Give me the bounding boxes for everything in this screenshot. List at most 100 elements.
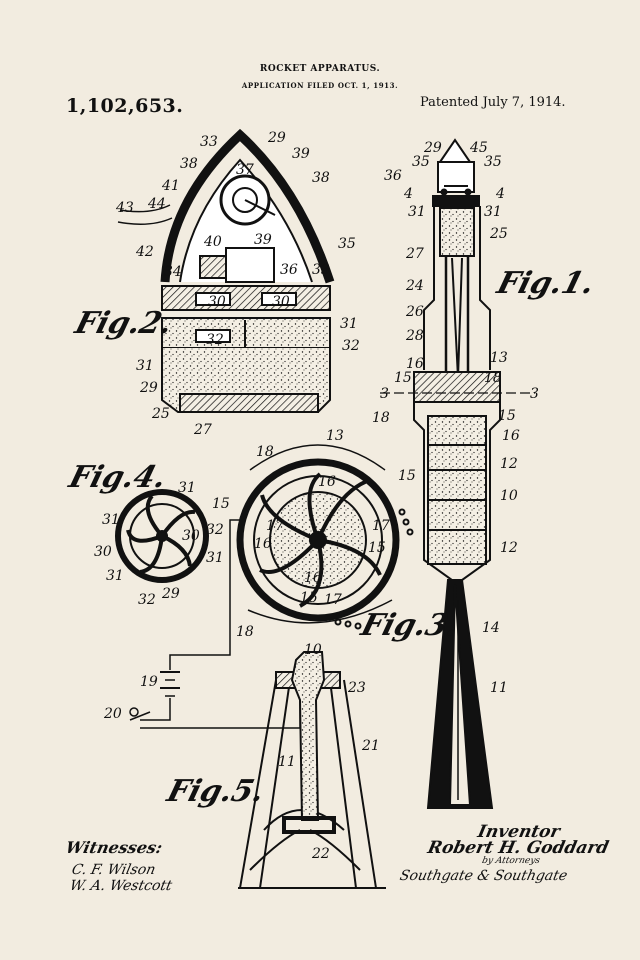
fig3-callouts: 18 13 15 16 15 17 17 16 15 16 15 17 bbox=[212, 428, 416, 608]
callout-fig1: 35 bbox=[412, 154, 430, 170]
fig1-rocket-drawing bbox=[380, 138, 535, 809]
callout-fig2: 33 bbox=[312, 262, 330, 278]
callout-fig1: 4 bbox=[403, 186, 413, 202]
callout-fig1: 18 bbox=[372, 410, 390, 426]
callout-fig4: 31 bbox=[106, 568, 124, 584]
callout-fig2: 38 bbox=[312, 170, 330, 186]
callout-fig1: 35 bbox=[484, 154, 502, 170]
fig4-label: Fig.4. bbox=[65, 460, 171, 495]
callout-fig2: 29 bbox=[267, 130, 286, 146]
fig2-cap-section-drawing bbox=[117, 128, 335, 413]
callout-circuit: 18 bbox=[236, 624, 254, 640]
callout-fig1: 31 bbox=[484, 204, 502, 220]
witness-signature-1: C. F. Wilson bbox=[70, 862, 157, 878]
callout-fig4: 32 bbox=[138, 592, 156, 608]
callout-fig1: 4 bbox=[495, 186, 505, 202]
callout-fig2: 33 bbox=[200, 134, 218, 150]
fig5-stand-drawing bbox=[238, 651, 386, 889]
callout-fig4: 30 bbox=[94, 544, 112, 560]
callout-fig4: 31 bbox=[206, 550, 224, 566]
callout-fig1: 45 bbox=[469, 140, 488, 156]
callout-fig3: 16 bbox=[304, 570, 322, 586]
callout-fig1: 16 bbox=[502, 428, 520, 444]
callout-fig1: 15 bbox=[498, 408, 516, 424]
fig3-disc-drawing bbox=[236, 444, 414, 630]
callout-fig3: 15 bbox=[212, 496, 230, 512]
callout-fig2: 36 bbox=[280, 262, 298, 278]
callout-fig2: 37 bbox=[236, 162, 254, 178]
callout-fig2: 31 bbox=[136, 358, 154, 374]
callout-fig1: 18 bbox=[484, 370, 502, 386]
callout-fig3: 16 bbox=[318, 474, 336, 490]
callout-fig1: 26 bbox=[405, 304, 424, 320]
callout-fig5: 10 bbox=[304, 642, 322, 658]
circuit-callouts: 18 19 20 bbox=[103, 624, 254, 722]
patent-title: ROCKET APPARATUS. bbox=[259, 64, 381, 74]
callout-fig2: 41 bbox=[161, 178, 180, 194]
callout-fig2: 43 bbox=[115, 200, 134, 216]
callout-fig2: 31 bbox=[340, 316, 358, 332]
callout-fig2: 27 bbox=[193, 422, 212, 438]
fig1-label: Fig.1. bbox=[493, 266, 599, 301]
callout-fig2: 42 bbox=[135, 244, 154, 260]
callout-fig1: 24 bbox=[405, 278, 424, 294]
fig4-callouts: 31 31 30 32 30 31 31 32 29 bbox=[94, 480, 224, 608]
attorneys-signature: Southgate & Southgate bbox=[398, 868, 569, 884]
application-filed-line: APPLICATION FILED OCT. 1, 1913. bbox=[241, 81, 399, 90]
callout-fig1: 25 bbox=[489, 226, 508, 242]
callout-fig1: 3 bbox=[380, 386, 389, 402]
callout-fig1: 29 bbox=[423, 140, 442, 156]
inventor-signature: Robert H. Goddard bbox=[425, 838, 611, 858]
fig5-label: Fig.5. bbox=[163, 774, 269, 809]
callout-fig2: 32 bbox=[342, 338, 360, 354]
callout-fig2: 25 bbox=[151, 406, 170, 422]
callout-fig1: 14 bbox=[482, 620, 500, 636]
patented-date: Patented July 7, 1914. bbox=[420, 95, 566, 110]
patent-number: 1,102,653. bbox=[66, 95, 184, 117]
fig1-callouts: 29 45 35 35 36 4 4 31 31 25 27 24 26 28 … bbox=[372, 140, 539, 696]
callout-fig3: 15 bbox=[300, 590, 318, 606]
callout-fig1: 27 bbox=[405, 246, 424, 262]
callout-fig3: 17 bbox=[372, 518, 390, 534]
callout-fig4: 31 bbox=[102, 512, 120, 528]
witnesses-label: Witnesses: bbox=[63, 838, 165, 857]
callout-fig2: 30 bbox=[272, 294, 290, 310]
callout-fig1: 12 bbox=[500, 456, 518, 472]
callout-fig2: 39 bbox=[254, 232, 272, 248]
fig5-callouts: 10 23 21 11 22 bbox=[278, 642, 380, 862]
callout-fig5: 22 bbox=[311, 846, 330, 862]
callout-fig3: 18 bbox=[256, 444, 274, 460]
callout-fig3: 15 bbox=[398, 468, 416, 484]
callout-fig3: 17 bbox=[324, 592, 342, 608]
callout-fig1: 3 bbox=[530, 386, 539, 402]
callout-circuit: 20 bbox=[103, 706, 122, 722]
by-attorneys-label: by Attorneys bbox=[480, 856, 541, 866]
fig2-callouts: 33 29 38 39 37 38 41 43 44 40 39 42 35 3… bbox=[115, 130, 360, 438]
fig3-label: Fig.3. bbox=[357, 608, 463, 643]
callout-fig1: 28 bbox=[405, 328, 424, 344]
callout-fig5: 23 bbox=[347, 680, 366, 696]
callout-fig2: 30 bbox=[208, 294, 226, 310]
callout-fig1: 10 bbox=[500, 488, 518, 504]
callout-fig2: 32 bbox=[206, 332, 224, 348]
fig4-disc-drawing bbox=[115, 489, 209, 583]
callout-fig1: 15 bbox=[394, 370, 412, 386]
callout-fig4: 29 bbox=[161, 586, 180, 602]
callout-fig5: 21 bbox=[361, 738, 380, 754]
callout-fig1: 36 bbox=[384, 168, 402, 184]
callout-fig2: 34 bbox=[164, 264, 182, 280]
callout-fig4: 31 bbox=[178, 480, 196, 496]
callout-fig5: 11 bbox=[278, 754, 296, 770]
callout-fig3: 17 bbox=[266, 518, 284, 534]
callout-fig2: 29 bbox=[139, 380, 158, 396]
callout-circuit: 19 bbox=[140, 674, 158, 690]
callout-fig2: 38 bbox=[180, 156, 198, 172]
callout-fig4: 30 bbox=[182, 528, 200, 544]
callout-fig4: 32 bbox=[206, 522, 224, 538]
callout-fig3: 16 bbox=[254, 536, 272, 552]
callout-fig2: 44 bbox=[147, 196, 166, 212]
callout-fig1: 16 bbox=[406, 356, 424, 372]
callout-fig1: 31 bbox=[408, 204, 426, 220]
